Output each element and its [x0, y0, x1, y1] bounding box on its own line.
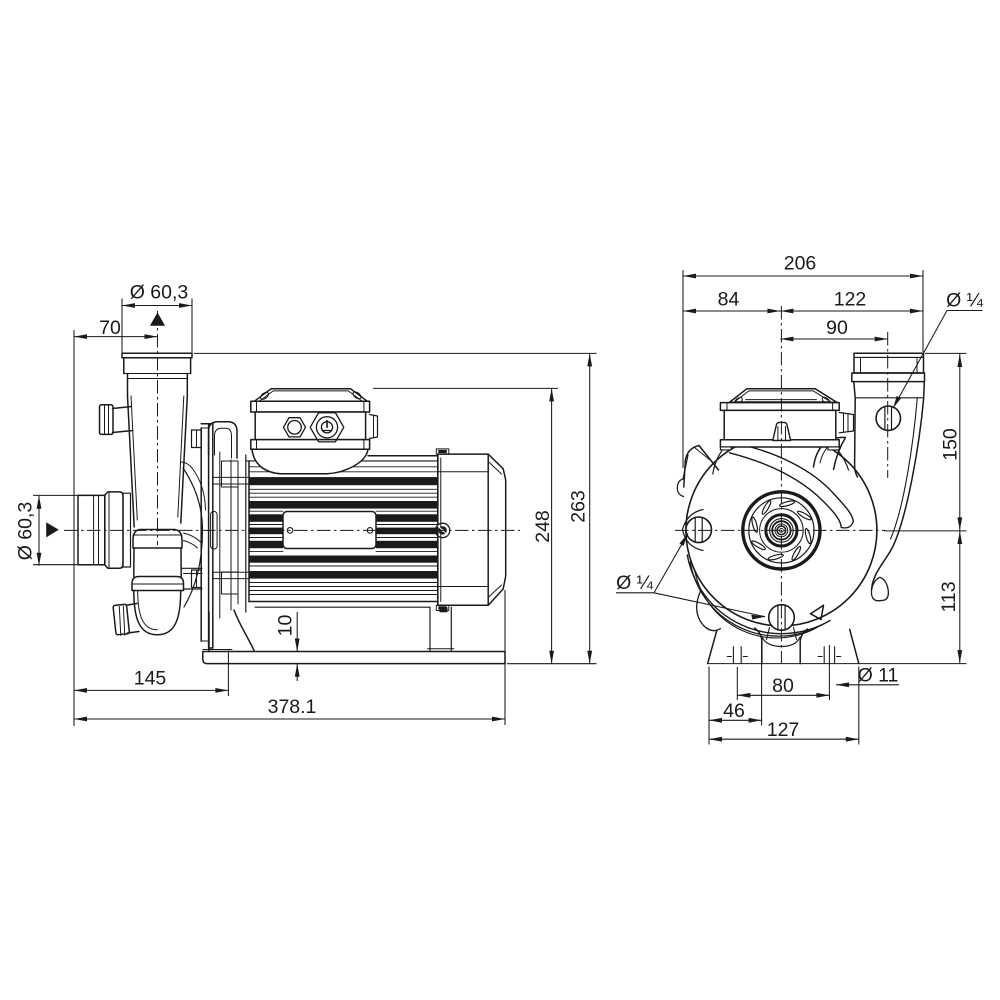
svg-text:46: 46: [723, 700, 745, 722]
svg-text:10: 10: [275, 615, 297, 637]
svg-text:Ø 60,3: Ø 60,3: [130, 281, 189, 303]
svg-text:122: 122: [834, 288, 867, 310]
svg-text:70: 70: [99, 317, 121, 339]
svg-text:113: 113: [938, 581, 960, 612]
svg-text:90: 90: [826, 317, 848, 339]
svg-text:Ø ¼: Ø ¼: [946, 289, 984, 311]
svg-text:206: 206: [784, 252, 817, 274]
svg-text:150: 150: [940, 428, 962, 461]
svg-text:145: 145: [134, 667, 167, 689]
svg-text:248: 248: [532, 510, 554, 543]
svg-text:378.1: 378.1: [268, 696, 317, 718]
svg-text:127: 127: [767, 719, 800, 741]
svg-text:80: 80: [772, 675, 794, 697]
svg-text:84: 84: [718, 288, 740, 310]
svg-text:Ø 11: Ø 11: [858, 664, 899, 686]
svg-text:Ø 60,3: Ø 60,3: [15, 502, 37, 561]
svg-text:Ø ¼: Ø ¼: [616, 572, 654, 594]
svg-text:263: 263: [568, 490, 590, 523]
